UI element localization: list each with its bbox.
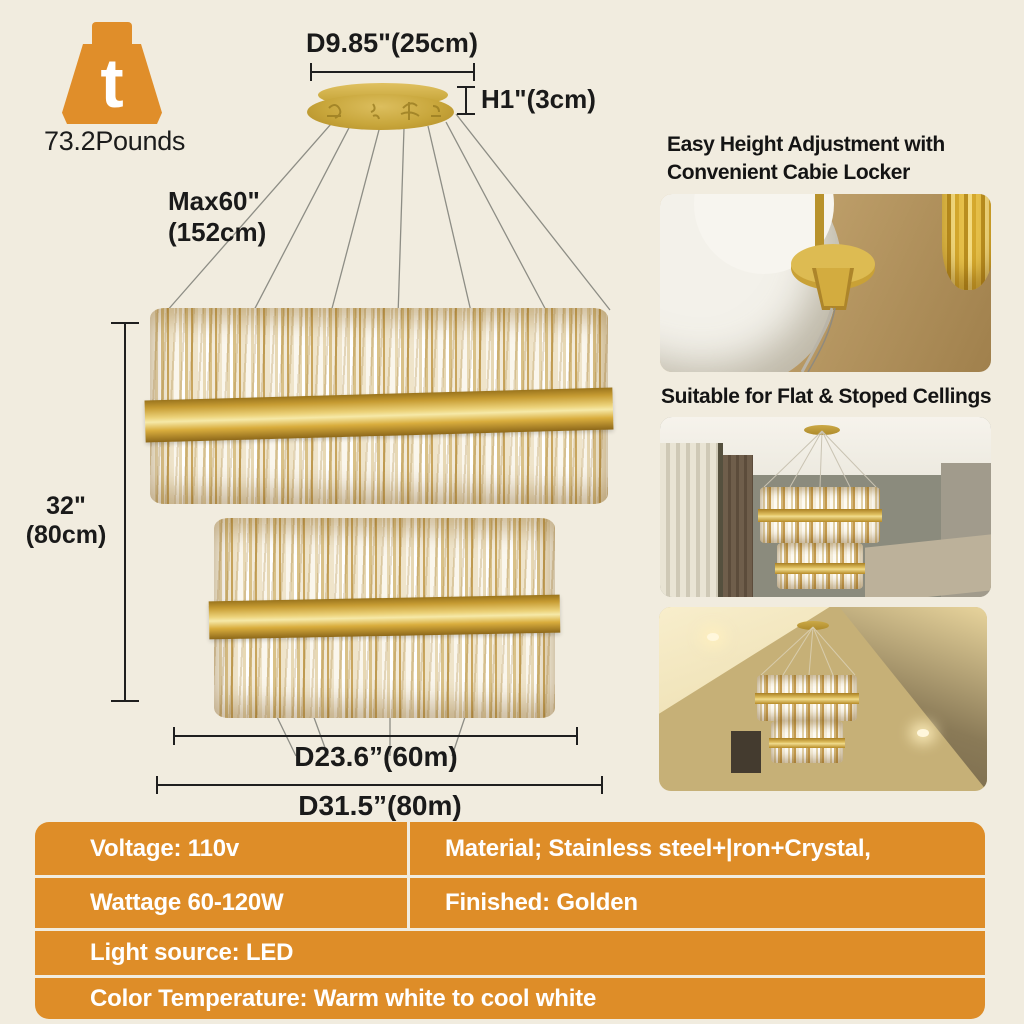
mini-band1 xyxy=(758,509,882,522)
recessed-light xyxy=(917,729,929,737)
tier1-diameter-label: D23.6”(60m) xyxy=(294,741,458,772)
mini-tier2 xyxy=(769,721,845,763)
spec-table: Voltage: 110v Material; Stainless steel+… xyxy=(35,822,985,1019)
canopy-diameter-label: D9.85"(25cm) xyxy=(306,28,478,58)
room-window xyxy=(660,443,723,597)
mini-cables xyxy=(760,626,856,676)
chandelier-bottom-tier xyxy=(208,518,561,718)
mini-cables xyxy=(763,430,877,488)
canopy-face xyxy=(307,94,454,130)
recessed-light xyxy=(707,633,719,641)
spec-wattage: Wattage 60-120W xyxy=(35,878,407,928)
section1-title: Easy Height Adjustment with Convenient C… xyxy=(667,131,945,187)
mini-tier1 xyxy=(758,487,882,543)
gold-band-bottom xyxy=(208,594,561,640)
weight-icon-cap xyxy=(92,22,132,48)
mini-band1 xyxy=(755,693,859,704)
dimension-lines xyxy=(111,63,603,794)
mini-canopy xyxy=(797,621,829,630)
cable-max-length-label: Max60" (152cm) xyxy=(168,186,266,248)
weight-label: 73.2Pounds xyxy=(44,126,186,156)
gold-band-top xyxy=(144,387,614,443)
cable-locker-detail xyxy=(791,194,875,372)
spec-row-light-source: Light source: LED xyxy=(35,931,985,975)
spec-row-wattage-finish: Wattage 60-120W Finished: Golden xyxy=(35,878,985,928)
spec-light-source: Light source: LED xyxy=(35,931,985,975)
photo-flat-ceiling-room xyxy=(660,417,991,597)
section1-title-line2: Convenient Cabie Locker xyxy=(667,161,910,184)
canopy-engraving xyxy=(327,102,441,120)
room-wood-column xyxy=(723,455,753,597)
spec-finish: Finished: Golden xyxy=(410,878,985,928)
crystal-detail-corner xyxy=(942,194,991,290)
mini-tier2 xyxy=(775,543,865,589)
mini-tier1 xyxy=(755,675,859,721)
canopy-height-label: H1"(3cm) xyxy=(481,84,596,114)
section1-title-line1: Easy Height Adjustment with xyxy=(667,133,945,156)
cable-max-length-line1: Max60" xyxy=(168,186,260,216)
section2-title: Suitable for Flat & Stoped Cellings xyxy=(661,385,992,408)
spec-voltage: Voltage: 110v xyxy=(35,822,407,875)
fixture-height-label: 32"(80cm) xyxy=(25,492,107,549)
chandelier-top-tier xyxy=(144,308,614,504)
tier2-diameter-label: D31.5”(80m) xyxy=(298,790,462,821)
photo-sloped-ceiling-room xyxy=(659,607,987,791)
room-door xyxy=(731,731,761,773)
photo-cable-locker xyxy=(660,194,991,372)
spec-row-color-temperature: Color Temperature: Warm white to cool wh… xyxy=(35,978,985,1019)
mini-band2 xyxy=(775,563,865,574)
spec-material: Material; Stainless steel+|ron+Crystal, xyxy=(410,822,985,875)
mini-canopy xyxy=(804,425,840,435)
mini-band2 xyxy=(769,738,845,748)
weight-icon-letter: t xyxy=(100,44,124,122)
spec-row-voltage-material: Voltage: 110v Material; Stainless steel+… xyxy=(35,822,985,875)
spec-color-temperature: Color Temperature: Warm white to cool wh… xyxy=(35,978,985,1019)
cable-max-length-line2: (152cm) xyxy=(168,217,267,247)
